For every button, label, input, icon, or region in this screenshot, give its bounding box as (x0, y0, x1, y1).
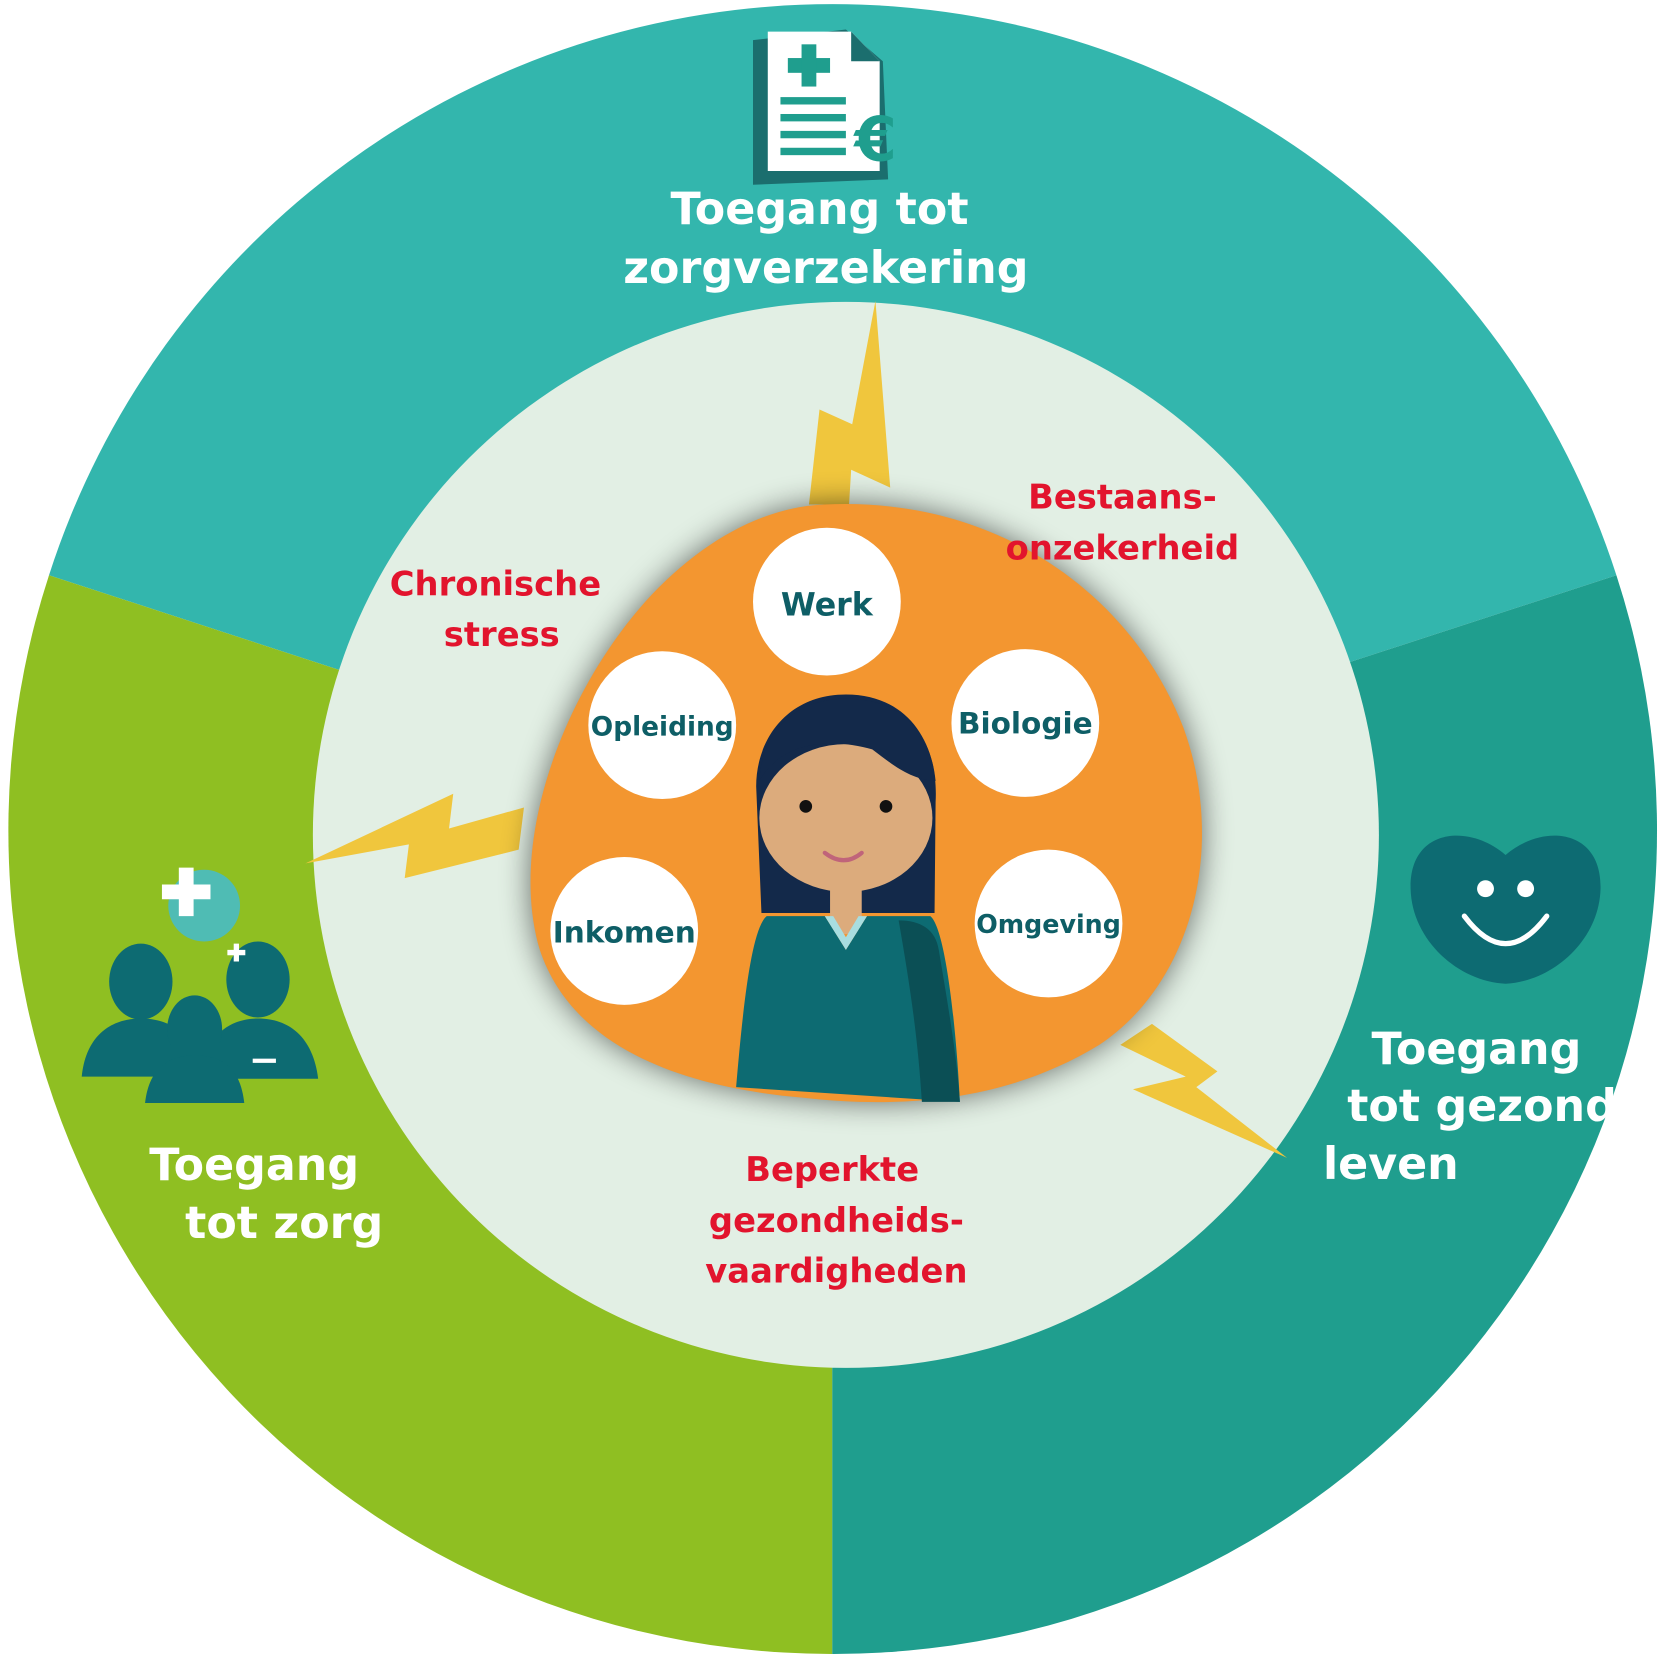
stressor-insecurity-line2: onzekerheid (1006, 528, 1240, 567)
factor-label: Werk (781, 587, 874, 623)
insurance-document-euro-icon: € (753, 29, 897, 185)
lightning-top-icon (808, 300, 891, 505)
lightning-left-icon (305, 793, 524, 879)
stressor-health-skills-line1: Beperkte (745, 1150, 919, 1189)
stressor-health-skills-line3: vaardigheden (705, 1251, 967, 1290)
lightning-right-icon (1120, 1023, 1288, 1158)
factor-label: Inkomen (553, 916, 696, 950)
factor-werk: Werk (753, 527, 901, 676)
segment-insurance-line1: Toegang tot (670, 184, 968, 235)
woman-figure-icon (736, 694, 960, 1102)
factor-biologie: Biologie (951, 649, 1100, 797)
stressor-chronic-stress-line1: Chronische (390, 564, 601, 603)
factor-label: Opleiding (591, 713, 734, 743)
stressor-chronic-stress-line2: stress (444, 615, 560, 654)
segment-care-line1: Toegang (149, 1140, 359, 1191)
factor-inkomen: Inkomen (550, 857, 699, 1005)
stressor-insecurity-line1: Bestaans- (1028, 478, 1217, 517)
svg-text:€: € (852, 104, 897, 175)
factor-opleiding: Opleiding (588, 651, 737, 800)
lightning-bolts (305, 300, 1288, 1158)
factor-label: Biologie (958, 707, 1093, 741)
segment-healthy-life-line1: Toegang (1372, 1024, 1582, 1075)
stressor-health-skills-line2: gezondheids- (709, 1201, 964, 1240)
factor-omgeving: Omgeving (974, 849, 1123, 998)
medical-team-icon (81, 867, 319, 1103)
segment-healthy-life-line3: leven (1323, 1139, 1459, 1190)
segment-healthy-life-line2: tot gezond (1347, 1081, 1617, 1132)
factor-label: Omgeving (976, 909, 1121, 939)
segment-insurance-line2: zorgverzekering (623, 243, 1028, 294)
segment-care-line2: tot zorg (185, 1198, 383, 1249)
smiling-heart-icon (1410, 835, 1601, 984)
